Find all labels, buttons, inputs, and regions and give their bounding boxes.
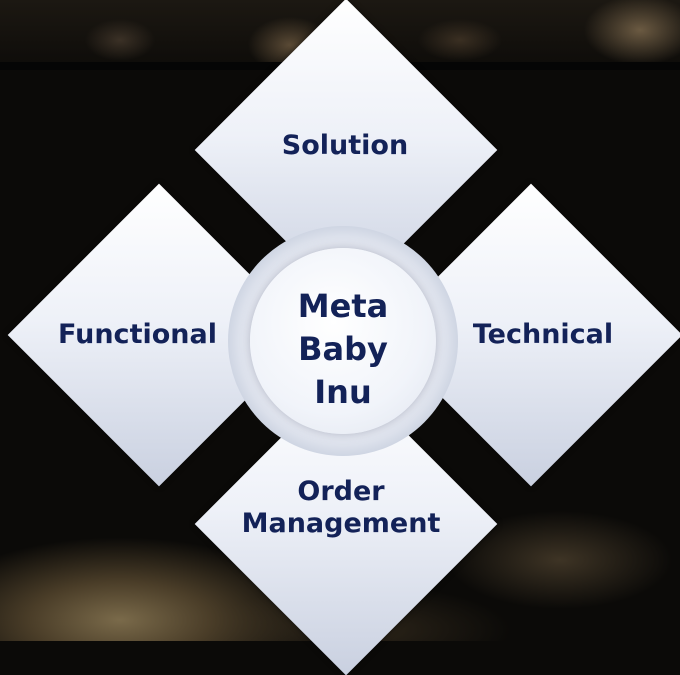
center-circle [250,248,436,434]
label-solution: Solution [281,130,409,161]
center-title-line1: Meta [297,287,389,325]
diamond-diagram: Solution Functional Technical Order Mana… [7,0,680,675]
label-order-management: Order Management [230,476,452,541]
center-title: Meta Baby Inu [250,285,436,415]
center-title-line3: Inu [314,373,372,412]
label-order: Order [297,476,385,507]
label-management: Management [241,508,441,540]
label-technical: Technical [472,319,614,350]
label-functional: Functional [58,319,217,350]
center-title-line2: Baby [298,330,388,369]
